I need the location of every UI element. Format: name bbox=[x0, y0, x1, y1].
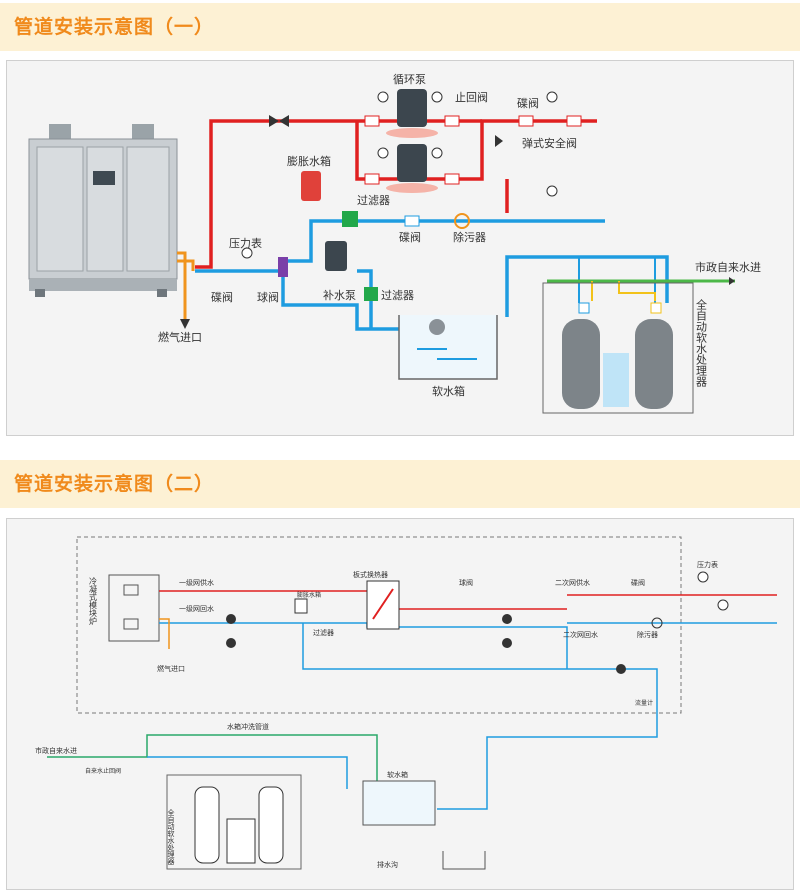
label-butterfly: 碟阀 bbox=[631, 578, 645, 587]
expansion-tank-icon bbox=[294, 598, 308, 614]
label-secondary-supply: 二次网供水 bbox=[555, 578, 590, 587]
section-1-title: 管道安装示意图（一） bbox=[14, 16, 215, 38]
label-safety-valve: 弹式安全阀 bbox=[522, 136, 577, 150]
label-expansion-tank: 膨胀水箱 bbox=[287, 154, 331, 168]
label-ball-valve: 球阀 bbox=[459, 578, 473, 587]
label-decontam: 除污器 bbox=[637, 630, 658, 639]
primary-supply-pipe bbox=[159, 590, 567, 610]
section-1-header: 管道安装示意图（一） bbox=[0, 3, 800, 51]
diagram-2-panel: 冷凝式模块炉 一级网供水 一级网回水 板式换热器 膨胀水箱 过滤器 球阀 二次网… bbox=[6, 518, 794, 890]
label-makeup-pump: 补水泵 bbox=[323, 289, 356, 302]
expansion-tank-icon bbox=[301, 171, 321, 201]
pump-icons bbox=[226, 614, 663, 674]
label-butterfly-top: 碟阀 bbox=[517, 96, 539, 110]
label-expansion: 膨胀水箱 bbox=[297, 591, 321, 599]
label-pressure-gauge: 压力表 bbox=[229, 236, 262, 250]
gas-pipe bbox=[177, 251, 187, 321]
makeup-pump-icon bbox=[325, 241, 347, 271]
label-filter: 过滤器 bbox=[313, 628, 334, 637]
boiler-icon bbox=[108, 574, 160, 642]
pressure-gauge-icon bbox=[241, 91, 558, 259]
softener-box bbox=[166, 774, 302, 870]
label-tank-flush: 水箱冲洗管道 bbox=[227, 722, 269, 731]
label-secondary-return: 二次网回水 bbox=[563, 630, 598, 639]
diagram-1-panel: 燃气进口 市政自来水进 循环泵 止回阀 碟阀 弹式安全阀 bbox=[6, 60, 794, 436]
label-soft-tank: 软水箱 bbox=[387, 770, 408, 779]
decontaminator-icon bbox=[454, 213, 470, 229]
valve-icons bbox=[269, 115, 582, 185]
boundary bbox=[76, 536, 682, 714]
label-drain: 排水沟 bbox=[377, 860, 398, 869]
label-filter-mid: 过滤器 bbox=[357, 194, 390, 207]
label-primary-supply: 一级网供水 bbox=[179, 578, 214, 587]
filter-icon bbox=[342, 211, 358, 227]
soft-tank-icon bbox=[362, 780, 436, 826]
soft-water-tank-icon bbox=[398, 315, 498, 380]
label-softener: 全自动软水处理器 bbox=[167, 808, 175, 866]
label-filter-low: 过滤器 bbox=[381, 289, 414, 302]
section-2-title: 管道安装示意图（二） bbox=[14, 473, 215, 495]
label-boiler: 冷凝式模块炉 bbox=[89, 576, 98, 626]
label-gas-inlet: 燃气进口 bbox=[158, 330, 202, 344]
label-flowmeter: 流量计 bbox=[635, 699, 653, 707]
circulation-pump-icon bbox=[386, 89, 438, 193]
gauge-icons bbox=[697, 571, 729, 611]
label-gas-inlet: 燃气进口 bbox=[157, 664, 185, 673]
return-pipe bbox=[195, 219, 605, 273]
label-city-water: 市政自来水进 bbox=[695, 260, 761, 274]
label-plate-hx: 板式换热器 bbox=[353, 570, 388, 579]
label-check-valve: 止回阀 bbox=[455, 90, 488, 104]
label-softener: 全自动软水处理器 bbox=[695, 298, 708, 388]
label-butterfly-left: 碟阀 bbox=[211, 290, 233, 304]
label-city-water: 市政自来水进 bbox=[35, 746, 77, 755]
label-ball-valve: 球阀 bbox=[257, 290, 279, 304]
flush-pipe bbox=[47, 734, 378, 789]
section-2-header: 管道安装示意图（二） bbox=[0, 460, 800, 508]
label-soft-tank: 软水箱 bbox=[432, 384, 465, 398]
label-decontam: 除污器 bbox=[453, 230, 486, 244]
label-circulation-pump: 循环泵 bbox=[393, 73, 426, 86]
diagram-2: 冷凝式模块炉 一级网供水 一级网回水 板式换热器 膨胀水箱 过滤器 球阀 二次网… bbox=[35, 536, 777, 870]
label-butterfly-mid: 碟阀 bbox=[399, 230, 421, 244]
softener-icon bbox=[542, 282, 694, 414]
diagram-1: 燃气进口 市政自来水进 循环泵 止回阀 碟阀 弹式安全阀 bbox=[28, 73, 761, 414]
label-backflow: 自来水止回阀 bbox=[85, 767, 121, 775]
boiler-unit bbox=[28, 124, 178, 297]
label-pressure-gauge: 压力表 bbox=[697, 560, 718, 569]
label-primary-return: 一级网回水 bbox=[179, 604, 214, 613]
